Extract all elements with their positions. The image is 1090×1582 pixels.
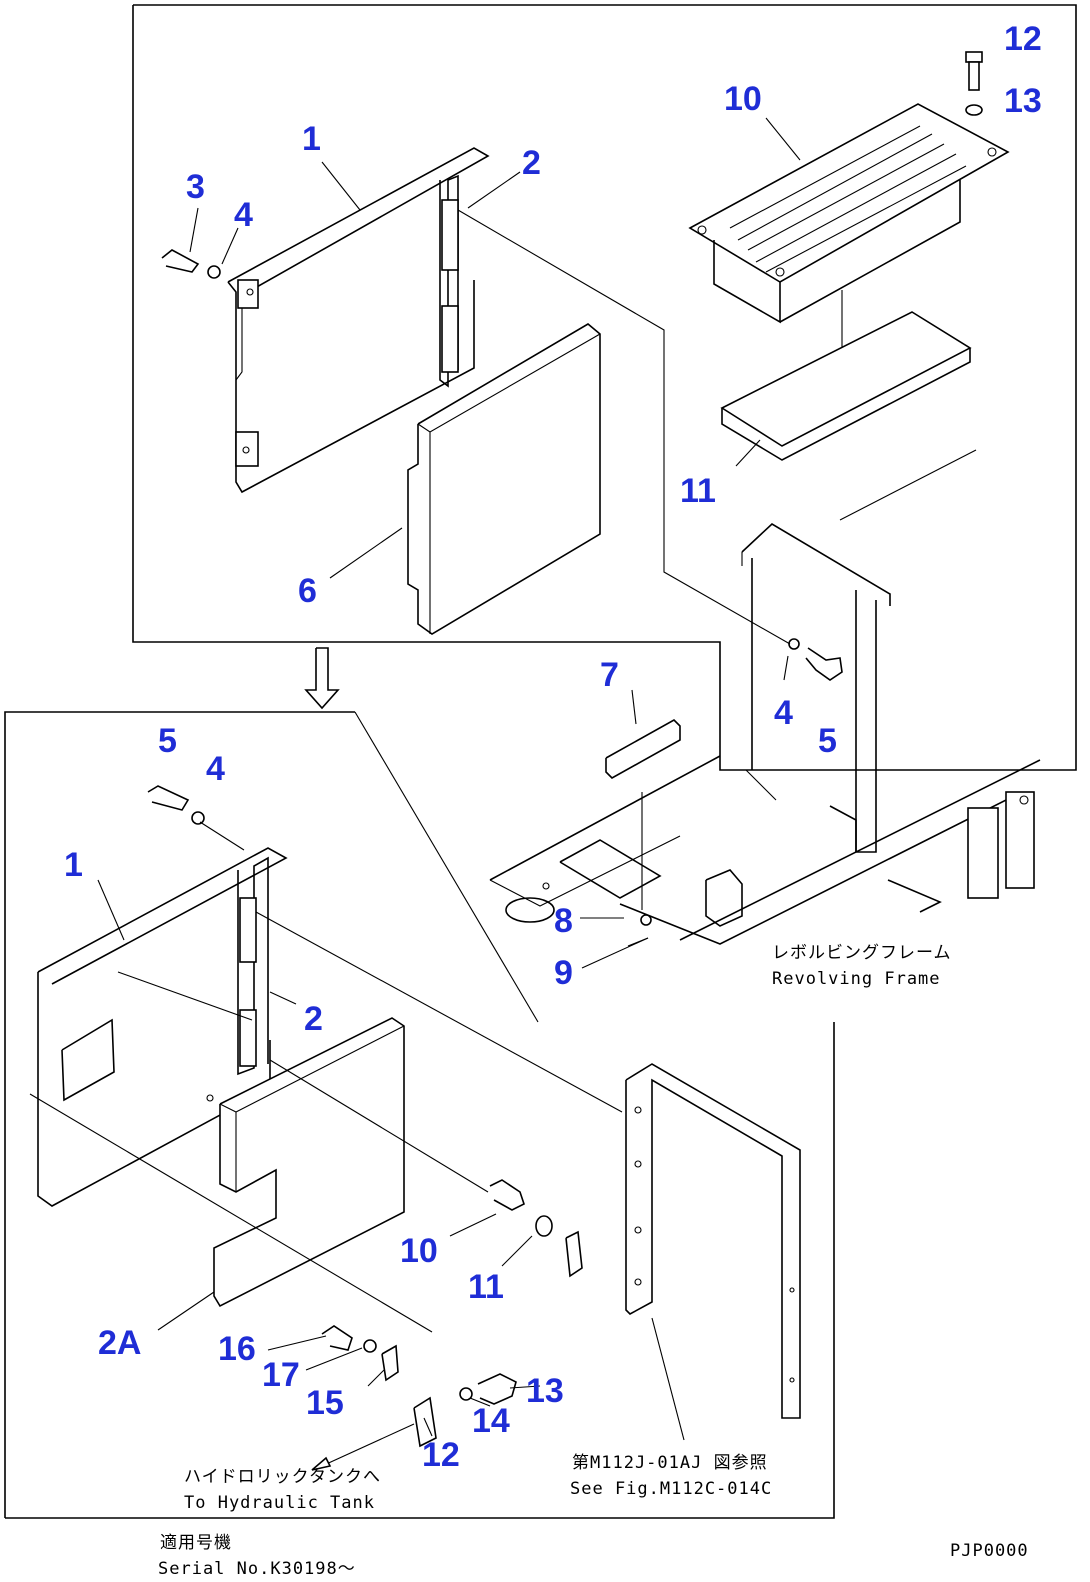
callout-12-upper: 12 — [1004, 20, 1042, 58]
callout-5-middle: 5 — [818, 722, 837, 760]
callout-4-upper: 4 — [234, 196, 253, 234]
callout-2a-lower: 2A — [98, 1324, 141, 1362]
clip-12-15-lower — [321, 1325, 517, 1448]
to-tank-label-jp: ハイドロリックタンクへ — [184, 1467, 381, 1487]
panel-6-upper — [407, 323, 601, 635]
callout-8-middle: 8 — [554, 902, 573, 940]
callout-9-middle: 9 — [554, 954, 573, 992]
stay-lower — [625, 1063, 801, 1419]
callout-4-middle: 4 — [774, 694, 793, 732]
callout-3-upper: 3 — [186, 168, 205, 206]
callout-5-lower: 5 — [158, 722, 177, 760]
revolving-frame-label-jp: レボルビングフレーム — [772, 943, 952, 963]
revolving-frame-label-en: Revolving Frame — [772, 969, 941, 989]
mat-11 — [720, 311, 972, 461]
callout-13-upper: 13 — [1004, 82, 1042, 120]
see-fig-label-jp: 第M112J-01AJ 図参照 — [572, 1453, 768, 1473]
grille-10 — [688, 103, 1010, 324]
callout-2-lower: 2 — [304, 1000, 323, 1038]
callout-6-upper: 6 — [298, 572, 317, 610]
callout-17-lower: 17 — [262, 1356, 300, 1394]
callout-10-upper: 10 — [724, 80, 762, 118]
applicable-serial-label: 適用号機 — [160, 1533, 232, 1553]
bolt-3-upper — [161, 249, 221, 279]
revolving-frame — [489, 755, 1041, 945]
bolt-10-11-lower — [489, 1179, 583, 1278]
callouts-middle: 4 5 7 8 9 — [554, 656, 837, 992]
down-arrow — [304, 647, 340, 710]
bolt-12-upper — [965, 51, 983, 116]
bracket-lower — [237, 856, 269, 1076]
callout-16-lower: 16 — [218, 1330, 256, 1368]
callout-7-middle: 7 — [600, 656, 619, 694]
bolt-5-middle — [788, 638, 843, 681]
callout-2-upper: 2 — [522, 144, 541, 182]
callout-15-lower: 15 — [306, 1384, 344, 1422]
cover-plate-upper — [227, 147, 490, 494]
upper-detail-frame — [132, 4, 1077, 771]
plate-7 — [605, 719, 681, 779]
notes: レボルビングフレーム Revolving Frame 第M112J-01AJ 図… — [158, 943, 1029, 1579]
callout-11-upper: 11 — [680, 472, 716, 510]
callout-4-lower: 4 — [206, 750, 225, 788]
panel-2a-lower — [213, 1017, 405, 1308]
support-stay — [741, 523, 891, 853]
callout-10-lower: 10 — [400, 1232, 438, 1270]
callout-1-lower: 1 — [64, 846, 83, 884]
drawing-code: PJP0000 — [950, 1541, 1029, 1561]
callout-11-lower: 11 — [468, 1268, 504, 1306]
cover-plate-lower — [37, 847, 288, 1207]
callout-leaders — [97, 117, 801, 1437]
bolt-5-lower — [147, 785, 205, 825]
callout-12-lower: 12 — [422, 1436, 460, 1474]
callouts-upper: 1 2 3 4 6 10 11 12 13 — [186, 20, 1042, 610]
lower-assembly-frame — [4, 711, 835, 1519]
callout-1-upper: 1 — [302, 120, 321, 158]
connection-lines-upper — [457, 209, 977, 910]
serial-number: Serial No.K30198～ — [158, 1559, 356, 1579]
callouts-lower: 5 4 1 2 10 11 2A 16 17 15 14 13 12 — [64, 722, 564, 1474]
callout-14-lower: 14 — [472, 1402, 510, 1440]
bracket-upper — [439, 174, 459, 388]
connection-lines-lower — [29, 821, 685, 1471]
see-fig-label-en: See Fig.M112C-014C — [570, 1479, 772, 1499]
to-tank-label-en: To Hydraulic Tank — [184, 1493, 375, 1513]
callout-13-lower: 13 — [526, 1372, 564, 1410]
